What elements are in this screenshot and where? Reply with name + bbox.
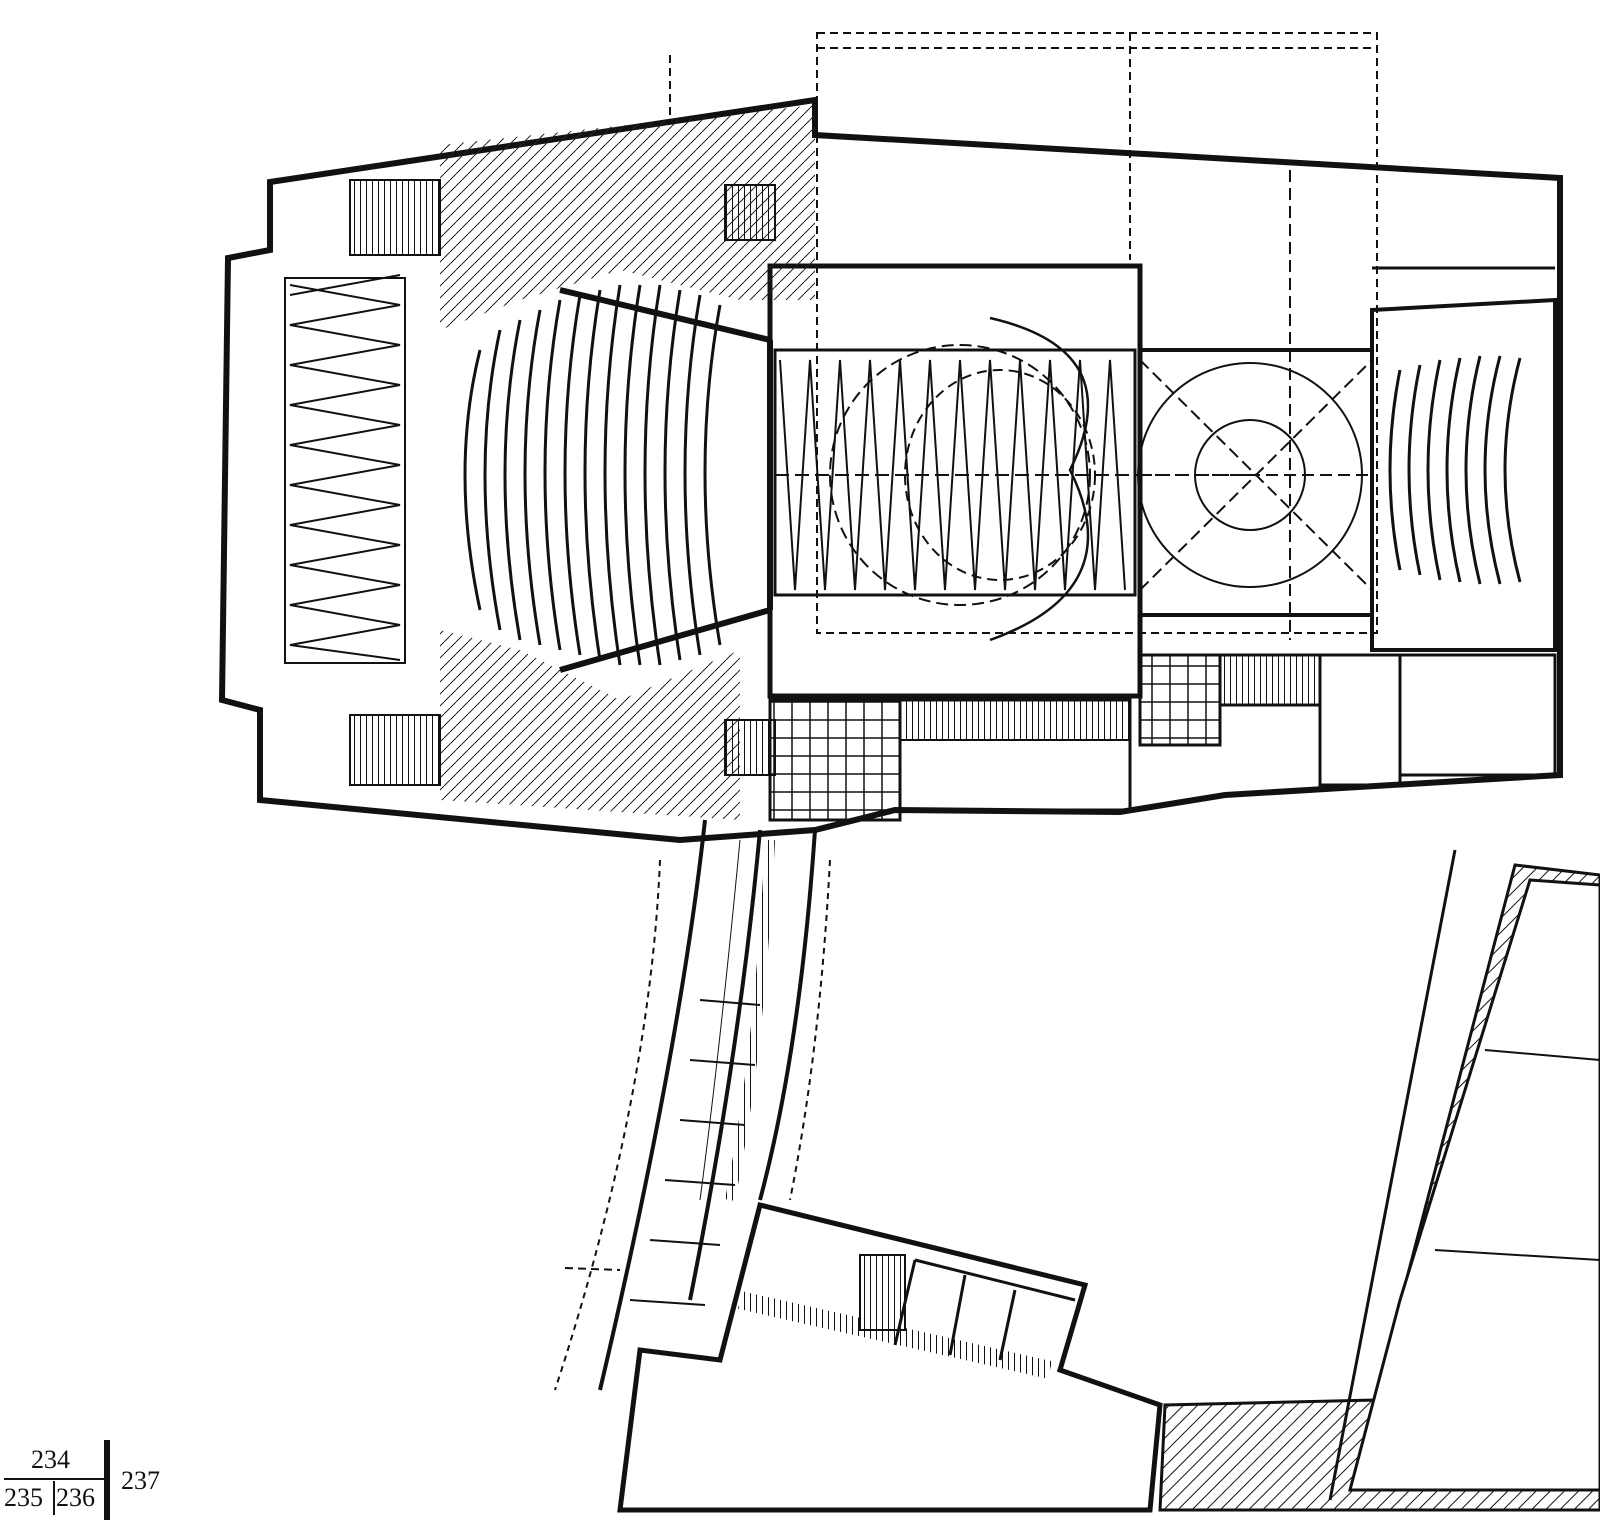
page-number-bar bbox=[104, 1440, 110, 1520]
page-number-234: 234 bbox=[31, 1445, 70, 1474]
foyer-paving bbox=[440, 105, 815, 820]
section-markers bbox=[564, 55, 671, 1271]
page-number-235: 235 bbox=[4, 1483, 43, 1512]
service-rooms bbox=[768, 653, 1557, 822]
page-number-divider bbox=[4, 1478, 104, 1480]
page-number-separator bbox=[53, 1481, 55, 1515]
south-annex bbox=[617, 1201, 1163, 1513]
dashed-site-outline bbox=[816, 32, 1378, 634]
page-number-237: 237 bbox=[121, 1466, 160, 1495]
auditorium-seating bbox=[463, 284, 773, 673]
lobby-stairs bbox=[349, 179, 776, 786]
lobby-cloakroom bbox=[284, 274, 406, 664]
adjacent-building bbox=[1158, 849, 1600, 1512]
small-hall-seating bbox=[1388, 355, 1522, 585]
page-number-236: 236 bbox=[56, 1483, 95, 1512]
connecting-corridor bbox=[554, 819, 831, 1391]
stage-machinery bbox=[773, 170, 1373, 642]
